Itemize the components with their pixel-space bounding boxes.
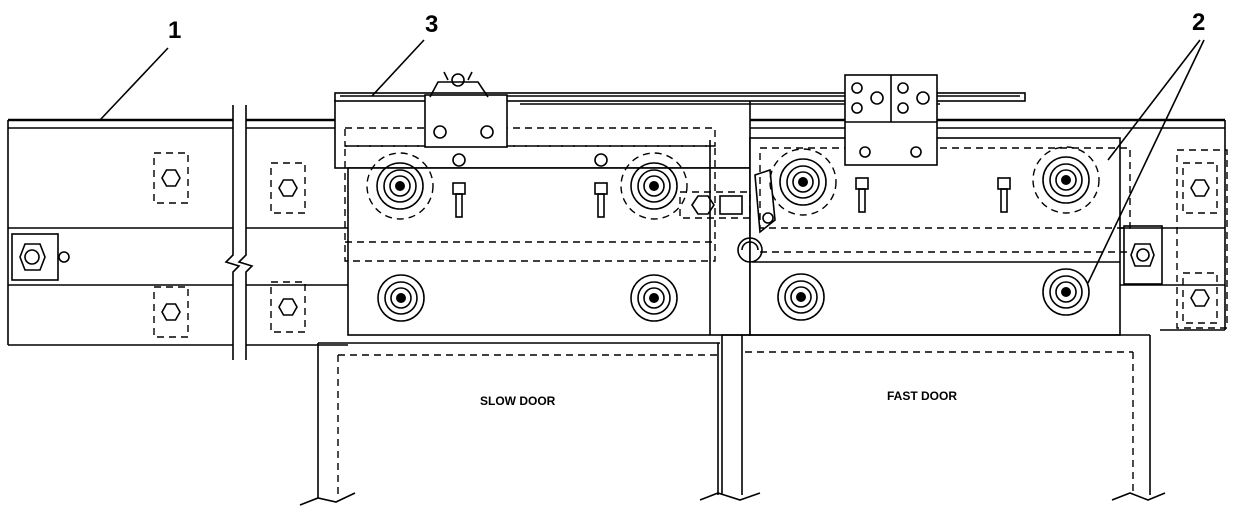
break-line-icon <box>224 105 254 360</box>
right-end-bracket <box>1123 225 1163 285</box>
callout-2: 2 <box>1087 9 1205 284</box>
bracket-block <box>844 74 938 166</box>
svg-text:2: 2 <box>1192 9 1205 36</box>
fast-door-panel <box>699 334 1166 501</box>
roller-wheel-icon <box>630 274 678 322</box>
svg-text:3: 3 <box>425 11 438 38</box>
roller-wheel-icon <box>377 274 425 322</box>
callout-3: 3 <box>371 11 438 97</box>
fast-door-label: FAST DOOR <box>887 389 957 403</box>
fast-door-hanger <box>679 137 1131 336</box>
callout-1: 1 <box>99 17 181 121</box>
left-end-bracket <box>11 233 70 281</box>
slow-door-label: SLOW DOOR <box>480 394 556 408</box>
slow-door-panel <box>299 342 720 506</box>
roller-wheel-icon <box>1042 268 1090 316</box>
svg-text:1: 1 <box>168 17 181 44</box>
slow-door-hanger <box>334 99 751 336</box>
roller-wheel-icon <box>777 273 825 321</box>
